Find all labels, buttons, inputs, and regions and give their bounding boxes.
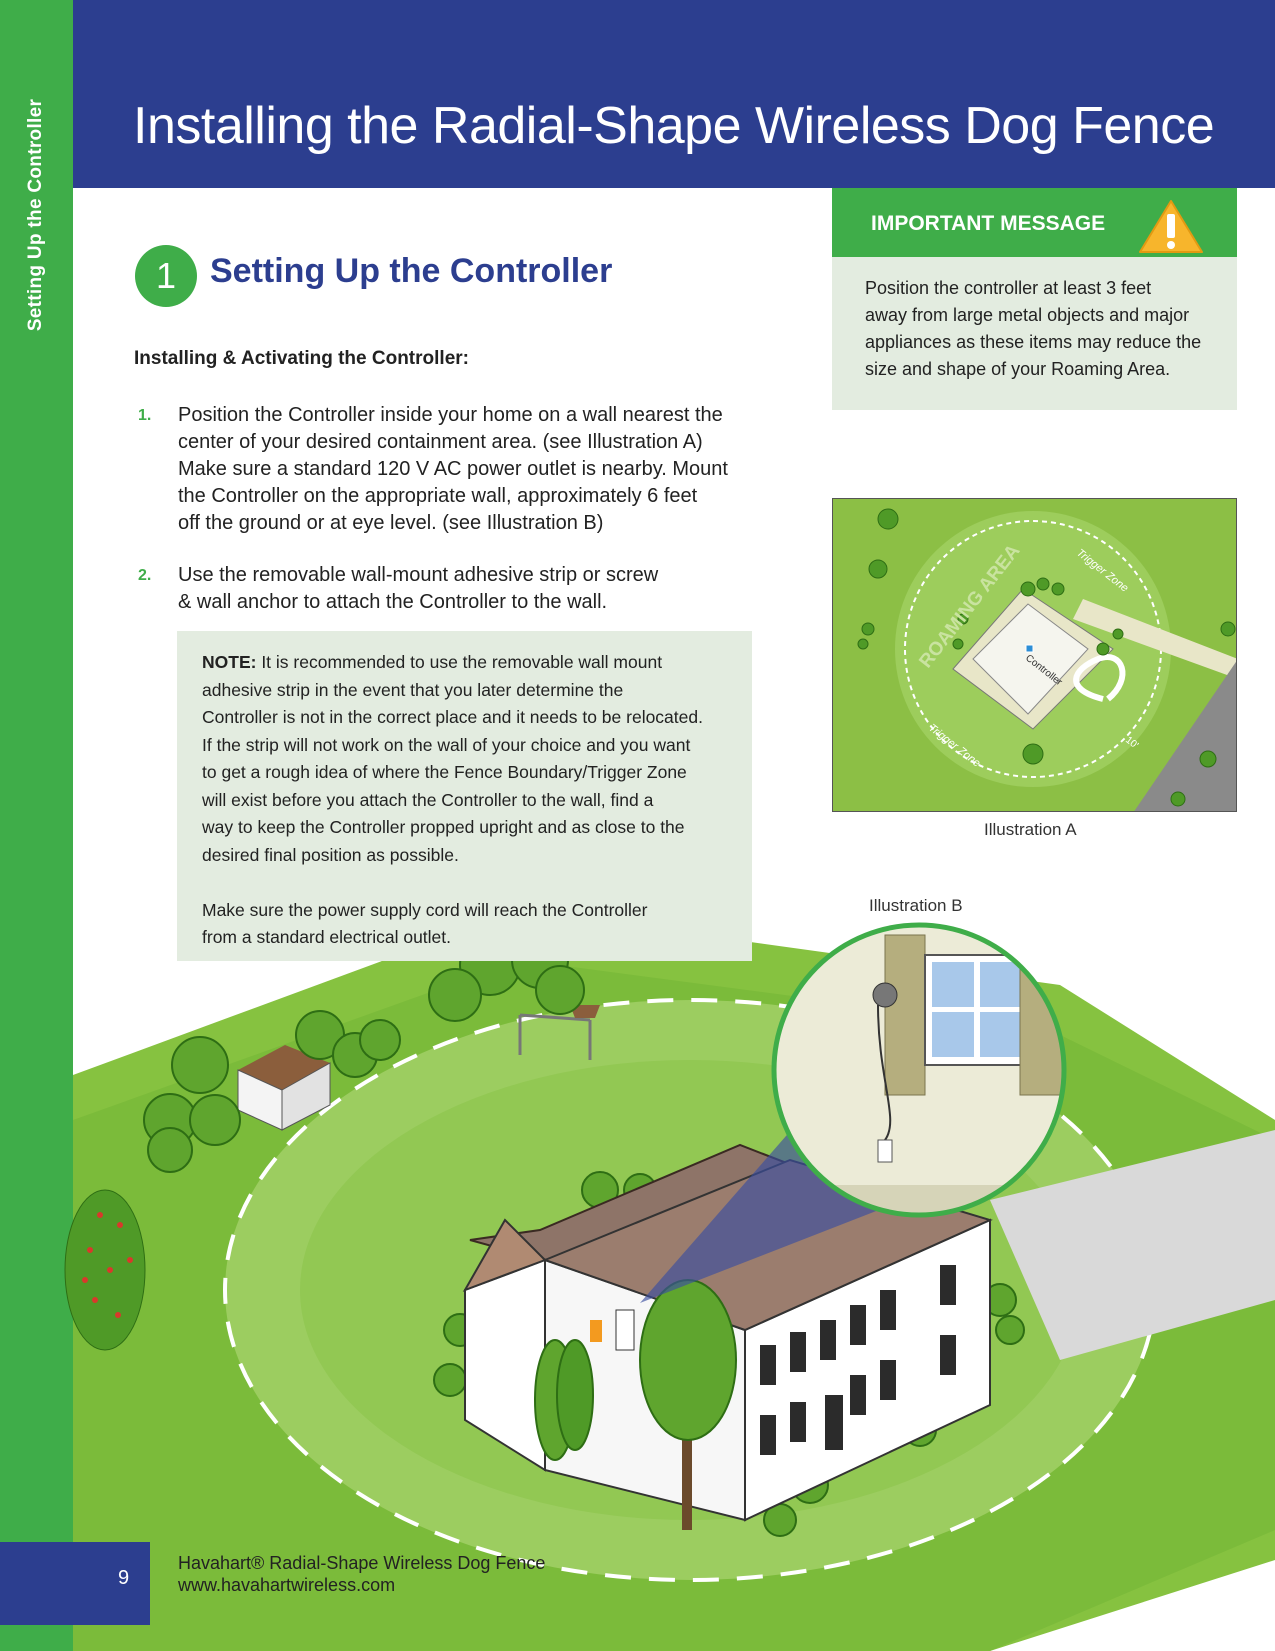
page-header: Installing the Radial-Shape Wireless Dog… [73, 0, 1275, 188]
note-box: NOTE: It is recommended to use the remov… [177, 631, 752, 961]
step-1-text: Position the Controller inside your home… [178, 404, 728, 534]
sidebar-strip: Setting Up the Controller [0, 0, 73, 1651]
page-number: 9 [118, 1567, 130, 1589]
step-2-text: Use the removable wall-mount adhesive st… [178, 564, 659, 613]
page-number-box [0, 1542, 150, 1625]
step-1-number: 1. [138, 407, 152, 424]
illustration-a-map: ROAMING AREA Trigger Zone Trigger Zone C… [833, 499, 1236, 811]
illustration-b-caption: Illustration B [869, 896, 963, 915]
step-2-number: 2. [138, 567, 152, 584]
important-message-body: Position the controller at least 3 feet … [832, 257, 1237, 410]
important-message-header: IMPORTANT MESSAGE [832, 188, 1237, 257]
note-label: NOTE: [202, 652, 257, 672]
section-title: Setting Up the Controller [210, 252, 613, 290]
important-message-text: Position the controller at least 3 feet … [865, 278, 1202, 379]
note-body: It is recommended to use the removable w… [202, 652, 703, 947]
step-1: 1. Position the Controller inside your h… [138, 402, 738, 537]
note-text: NOTE: It is recommended to use the remov… [202, 649, 742, 952]
illustration-a: ROAMING AREA Trigger Zone Trigger Zone C… [832, 498, 1237, 812]
page-title: Installing the Radial-Shape Wireless Dog… [133, 97, 1215, 155]
footer-text: Havahart® Radial-Shape Wireless Dog Fenc… [178, 1553, 546, 1595]
important-message-title: IMPORTANT MESSAGE [871, 212, 1106, 235]
subheading: Installing & Activating the Controller: [134, 348, 469, 369]
step-number-badge: 1 [135, 245, 197, 307]
step-2: 2. Use the removable wall-mount adhesive… [138, 562, 738, 616]
warning-icon [1139, 200, 1203, 253]
illustration-a-caption: Illustration A [984, 820, 1077, 839]
